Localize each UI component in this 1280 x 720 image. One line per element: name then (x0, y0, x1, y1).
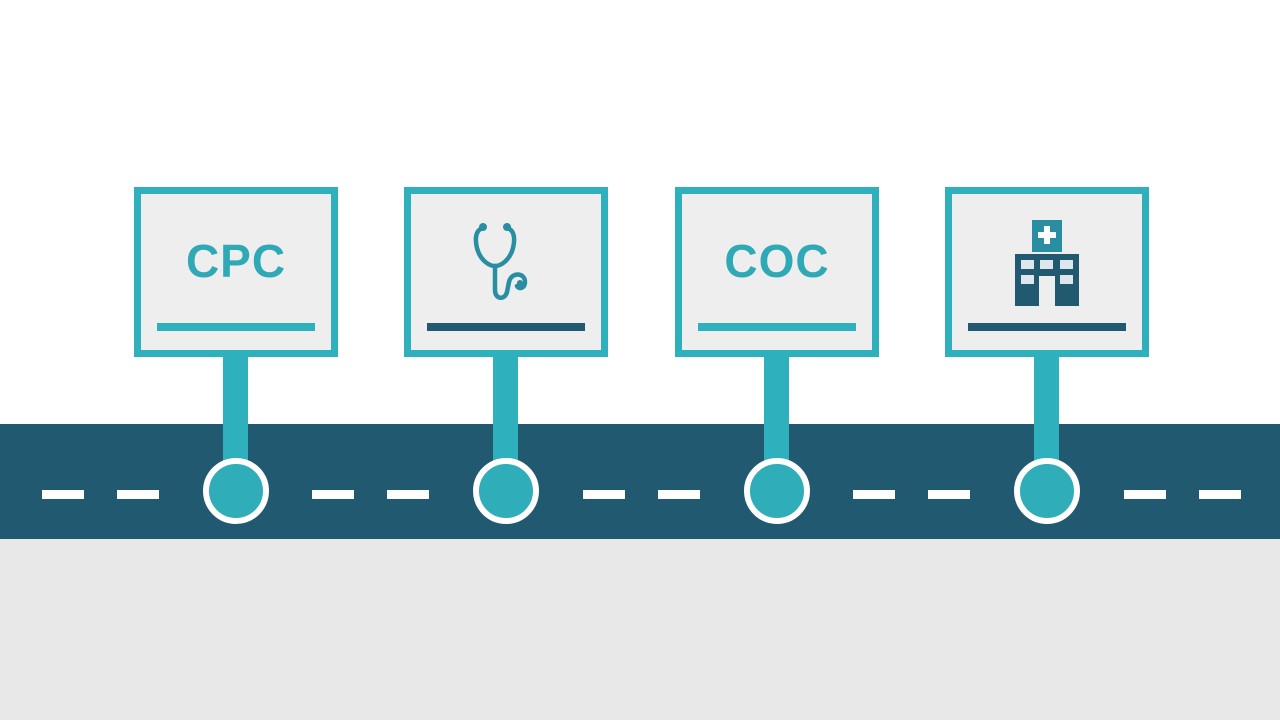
road-dash (117, 490, 159, 499)
road-dash (1199, 490, 1241, 499)
milestone-label: CPC (185, 235, 287, 287)
milestone-stem (764, 357, 789, 467)
road-dash (1124, 490, 1166, 499)
milestone-sign-cpc: CPC (134, 187, 338, 357)
road-dash (312, 490, 354, 499)
milestone-stem (493, 357, 518, 467)
hospital-icon (1015, 220, 1079, 306)
road-dash (387, 490, 429, 499)
road-dash (658, 490, 700, 499)
sign-underline (968, 323, 1126, 331)
ground-area (0, 539, 1280, 720)
road-dash (853, 490, 895, 499)
road-dash (42, 490, 84, 499)
milestone-sign-hospital (945, 187, 1149, 357)
stethoscope-icon (473, 223, 528, 300)
timeline-road (0, 424, 1280, 539)
road-dash (583, 490, 625, 499)
milestone-stem (223, 357, 248, 467)
milestone-node (1014, 458, 1080, 524)
milestone-sign-medical (404, 187, 608, 357)
milestone-node (473, 458, 539, 524)
milestone-stem (1034, 357, 1059, 467)
road-dash (928, 490, 970, 499)
sign-underline (427, 323, 585, 331)
sign-underline (698, 323, 856, 331)
sign-underline (157, 323, 315, 331)
milestone-label: COC (724, 235, 830, 287)
milestone-node (744, 458, 810, 524)
milestone-sign-coc: COC (675, 187, 879, 357)
milestone-node (203, 458, 269, 524)
